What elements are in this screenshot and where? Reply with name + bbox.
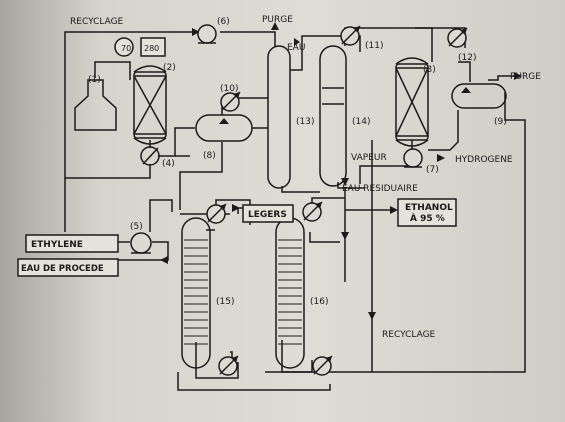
ethanol-box (397, 198, 457, 227)
pumps (130, 24, 423, 254)
number-3: (3) (423, 65, 436, 75)
number-5: (5) (130, 222, 143, 232)
label-eau: EAU (287, 43, 305, 53)
number-8: (8) (203, 151, 216, 161)
ethanol-label-line2: À 95 % (410, 212, 445, 224)
eau-procede-label: EAU DE PROCEDE (21, 264, 104, 274)
label-hydrogene: HYDROGENE (455, 155, 513, 165)
equipment (74, 45, 507, 369)
label-purge-top: PURGE (262, 15, 293, 25)
label-eau-residuaire: EAU RESIDUAIRE (342, 184, 418, 194)
pump-6 (197, 24, 217, 44)
number-10: (10) (220, 84, 238, 94)
eau-procede-box (17, 258, 119, 277)
number-7: (7) (426, 165, 439, 175)
legers-label: LEGERS (248, 210, 287, 220)
label-recyclage-bottom: RECYCLAGE (382, 330, 436, 340)
temperature-value: 70 (121, 44, 131, 53)
level-marks (219, 87, 471, 124)
number-9: (9) (494, 117, 507, 127)
number-4: (4) (162, 159, 175, 169)
ethylene-label: ETHYLENE (31, 240, 83, 250)
label-purge-right: PURGE (510, 72, 541, 82)
pump-7 (403, 148, 423, 168)
temperature-indicator (114, 37, 134, 57)
column-trays (184, 239, 302, 345)
number-1: (1) (88, 75, 101, 85)
number-14: (14) (352, 117, 370, 127)
label-recyclage-top: RECYCLAGE (70, 17, 124, 27)
label-vapeur: VAPEUR (351, 153, 387, 163)
number-16: (16) (310, 297, 328, 307)
ethylene-box (25, 234, 119, 253)
number-6: (6) (217, 17, 230, 27)
pressure-value: 280 (144, 44, 159, 53)
number-15: (15) (216, 297, 234, 307)
number-11: (11) (365, 41, 383, 51)
flow-arrows (160, 22, 522, 320)
pressure-box (140, 37, 166, 57)
number-12: (12) (458, 53, 476, 63)
labels: RECYCLAGE PURGE EAU PURGE VAPEUR HYDROGE… (21, 15, 541, 340)
number-2: (2) (163, 63, 176, 73)
ethanol-label-line1: ETHANOL (405, 203, 453, 213)
number-13: (13) (296, 117, 314, 127)
legers-box (242, 204, 294, 223)
pump-5 (130, 232, 152, 254)
